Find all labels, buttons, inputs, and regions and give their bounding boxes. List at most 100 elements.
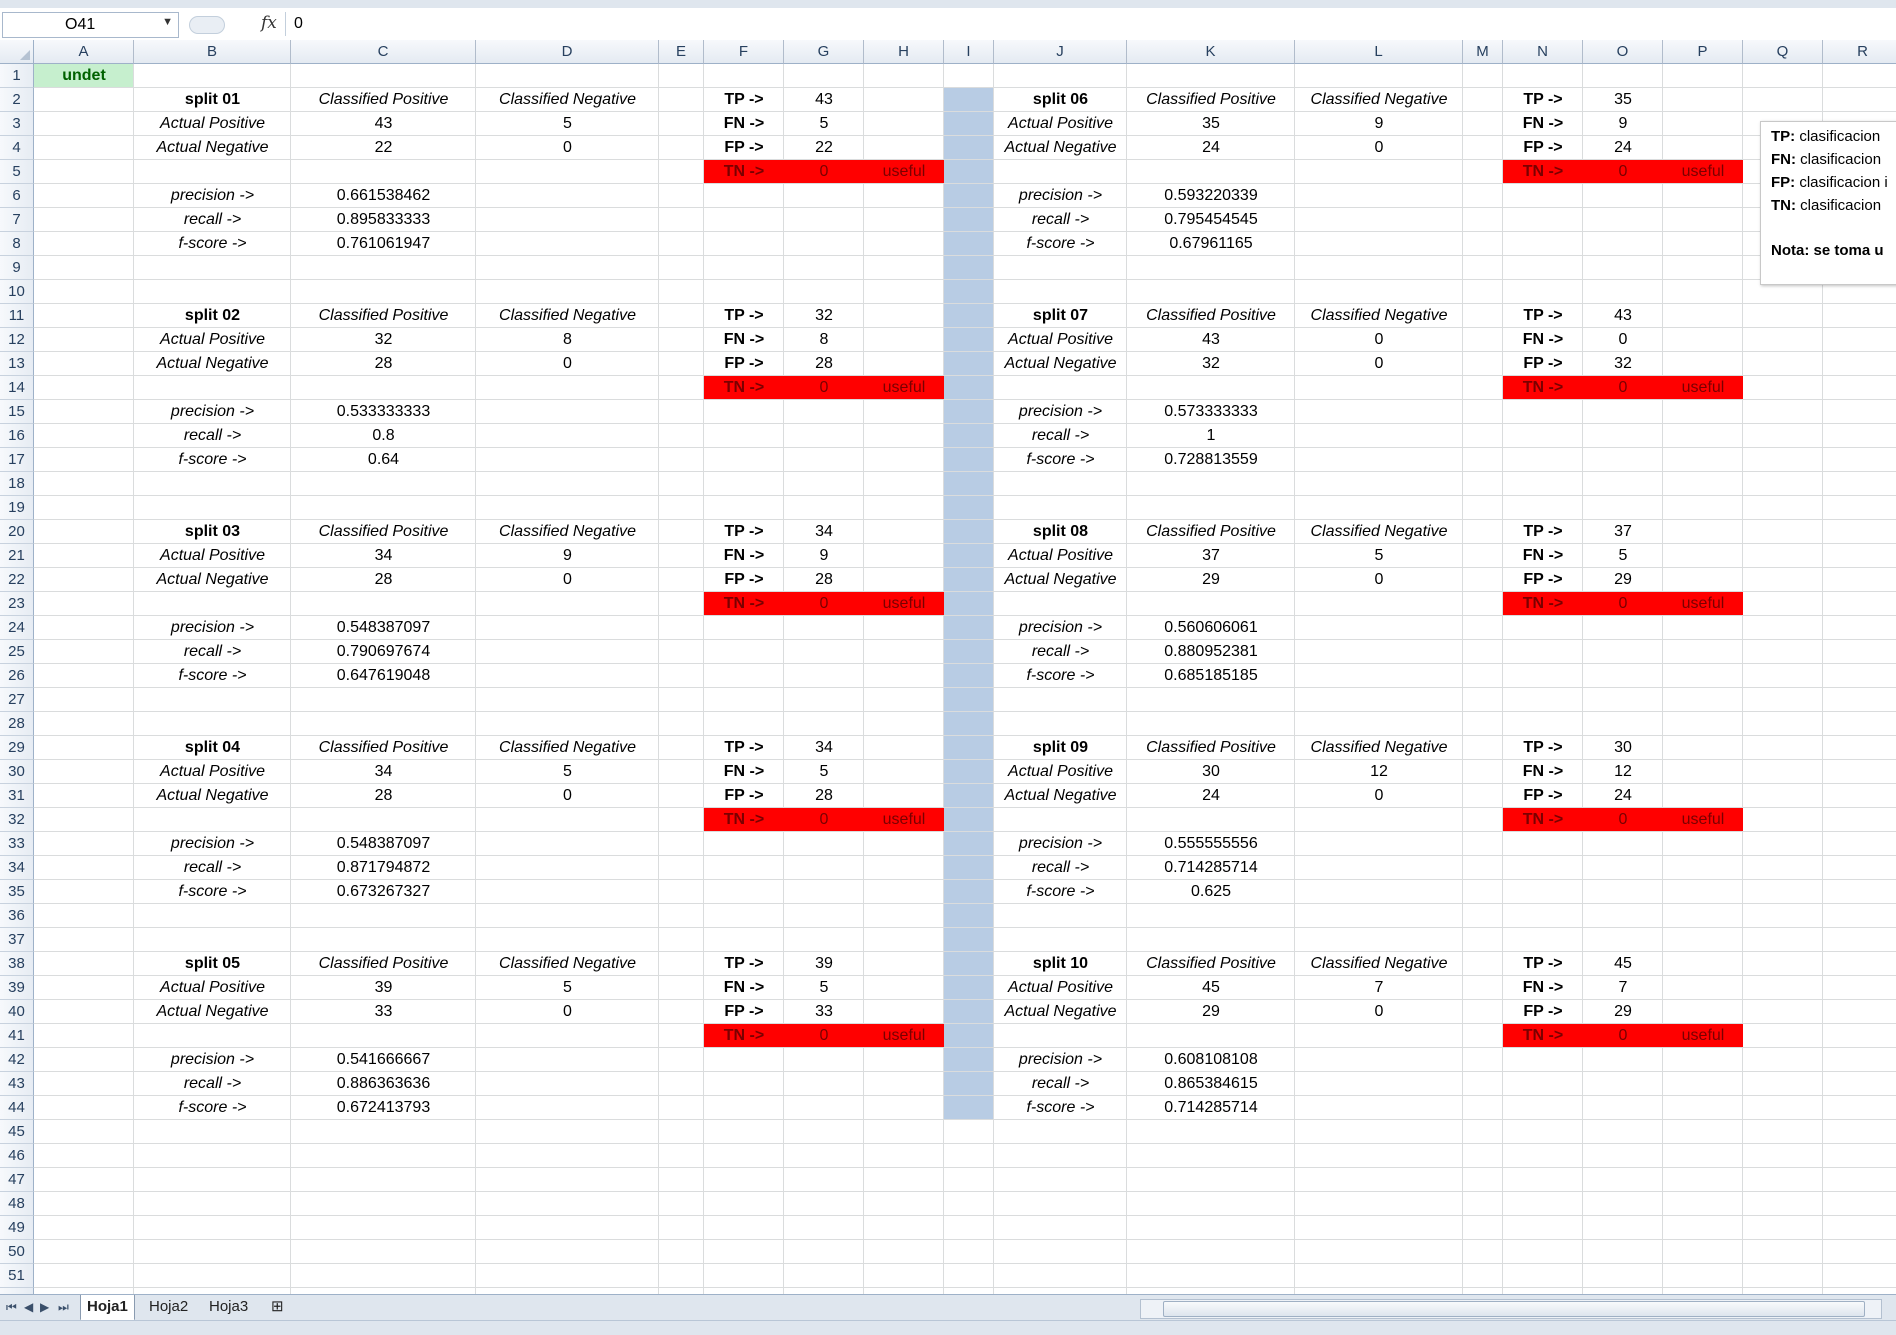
split-name[interactable]: split 06 [1032,91,1089,108]
tp-label[interactable]: TP -> [1523,307,1563,324]
matrix-value[interactable]: 28 [374,571,393,588]
row-header[interactable]: 33 [0,832,34,856]
row-header[interactable]: 34 [0,856,34,880]
fn-value[interactable]: 8 [819,331,829,348]
column-header[interactable]: L [1295,40,1463,64]
actual-negative-label[interactable]: Actual Negative [1004,1003,1117,1020]
recall-value[interactable]: 0.865384615 [1164,1075,1258,1092]
row-header[interactable]: 16 [0,424,34,448]
row-header[interactable]: 23 [0,592,34,616]
fn-label[interactable]: FN -> [1522,763,1564,780]
tp-value[interactable]: 32 [815,307,833,324]
split-name[interactable]: split 02 [184,307,241,324]
recall-label[interactable]: recall -> [1031,211,1090,228]
fp-value[interactable]: 33 [815,1003,833,1020]
row-header[interactable]: 50 [0,1240,34,1264]
fn-value[interactable]: 9 [819,547,829,564]
row-header[interactable]: 46 [0,1144,34,1168]
recall-value[interactable]: 0.895833333 [336,211,431,228]
column-header[interactable]: J [994,40,1127,64]
tp-label[interactable]: TP -> [1523,955,1563,972]
matrix-value[interactable]: 0 [563,787,572,804]
scrollbar-thumb[interactable] [1163,1301,1865,1317]
fn-value[interactable]: 5 [1618,547,1628,564]
select-all-corner[interactable] [0,40,34,64]
useful-label[interactable]: useful [882,1027,926,1044]
recall-label[interactable]: recall -> [183,211,242,228]
tn-value[interactable]: 0 [1618,163,1628,180]
matrix-value[interactable]: 34 [374,547,393,564]
tp-value[interactable]: 43 [815,91,833,108]
fscore-value[interactable]: 0.672413793 [336,1099,431,1116]
column-header[interactable]: A [34,40,134,64]
column-header[interactable]: I [944,40,994,64]
row-header[interactable]: 39 [0,976,34,1000]
column-header[interactable]: K [1127,40,1295,64]
matrix-value[interactable]: 0 [1374,571,1384,588]
split-name[interactable]: split 08 [1032,523,1089,540]
useful-label[interactable]: useful [882,811,926,828]
matrix-value[interactable]: 29 [1202,571,1220,588]
chevron-down-icon[interactable]: ▼ [162,16,173,28]
fscore-value[interactable]: 0.714285714 [1164,1099,1258,1116]
tn-value[interactable]: 0 [819,163,829,180]
fn-label[interactable]: FN -> [1522,979,1564,996]
matrix-value[interactable]: 22 [374,139,393,156]
row-header[interactable]: 7 [0,208,34,232]
split-name[interactable]: split 01 [184,91,241,108]
insert-sheet-icon[interactable]: ⊞ [271,1298,284,1315]
fp-label[interactable]: FP -> [1523,139,1563,156]
row-header[interactable]: 18 [0,472,34,496]
fscore-value[interactable]: 0.728813559 [1164,451,1258,468]
recall-value[interactable]: 0.795454545 [1164,211,1258,228]
row-header[interactable]: 48 [0,1192,34,1216]
row-header[interactable]: 3 [0,112,34,136]
row-header[interactable]: 45 [0,1120,34,1144]
row-header[interactable]: 29 [0,736,34,760]
column-header[interactable]: P [1663,40,1743,64]
classified-negative-header[interactable]: Classified Negative [1310,91,1448,108]
row-header[interactable]: 20 [0,520,34,544]
tab-hoja2[interactable]: Hoja2 [149,1298,189,1315]
fscore-value[interactable]: 0.673267327 [336,883,431,900]
fn-value[interactable]: 12 [1614,763,1632,780]
tp-value[interactable]: 34 [815,739,833,756]
tp-label[interactable]: TP -> [724,307,764,324]
column-header[interactable]: F [704,40,784,64]
fscore-label[interactable]: f-score -> [178,451,247,468]
row-header[interactable]: 30 [0,760,34,784]
matrix-value[interactable]: 35 [1202,115,1220,132]
fn-label[interactable]: FN -> [1522,547,1564,564]
fscore-label[interactable]: f-score -> [1026,1099,1095,1116]
column-header[interactable]: N [1503,40,1583,64]
tn-label[interactable]: TN -> [723,595,765,612]
row-header[interactable]: 37 [0,928,34,952]
tp-label[interactable]: TP -> [724,739,764,756]
precision-label[interactable]: precision -> [170,619,255,636]
matrix-value[interactable]: 0 [1374,331,1384,348]
row-header[interactable]: 10 [0,280,34,304]
fn-label[interactable]: FN -> [723,763,765,780]
precision-label[interactable]: precision -> [1018,403,1103,420]
actual-negative-label[interactable]: Actual Negative [1004,787,1117,804]
classified-negative-header[interactable]: Classified Negative [1310,955,1448,972]
column-header[interactable]: D [476,40,659,64]
precision-value[interactable]: 0.608108108 [1164,1051,1258,1068]
classified-negative-header[interactable]: Classified Negative [499,307,636,324]
useful-label[interactable]: useful [882,379,926,396]
row-header[interactable]: 1 [0,64,34,88]
matrix-value[interactable]: 28 [374,355,393,372]
precision-value[interactable]: 0.548387097 [336,835,431,852]
matrix-value[interactable]: 29 [1202,1003,1220,1020]
fscore-value[interactable]: 0.647619048 [336,667,431,684]
fp-label[interactable]: FP -> [724,787,764,804]
fp-value[interactable]: 24 [1614,787,1632,804]
matrix-value[interactable]: 5 [563,763,572,780]
tab-hoja3[interactable]: Hoja3 [209,1298,249,1315]
split-name[interactable]: split 05 [184,955,241,972]
tn-value[interactable]: 0 [819,379,829,396]
fp-label[interactable]: FP -> [1523,787,1563,804]
recall-label[interactable]: recall -> [183,643,242,660]
useful-label[interactable]: useful [882,595,926,612]
tp-label[interactable]: TP -> [1523,91,1563,108]
